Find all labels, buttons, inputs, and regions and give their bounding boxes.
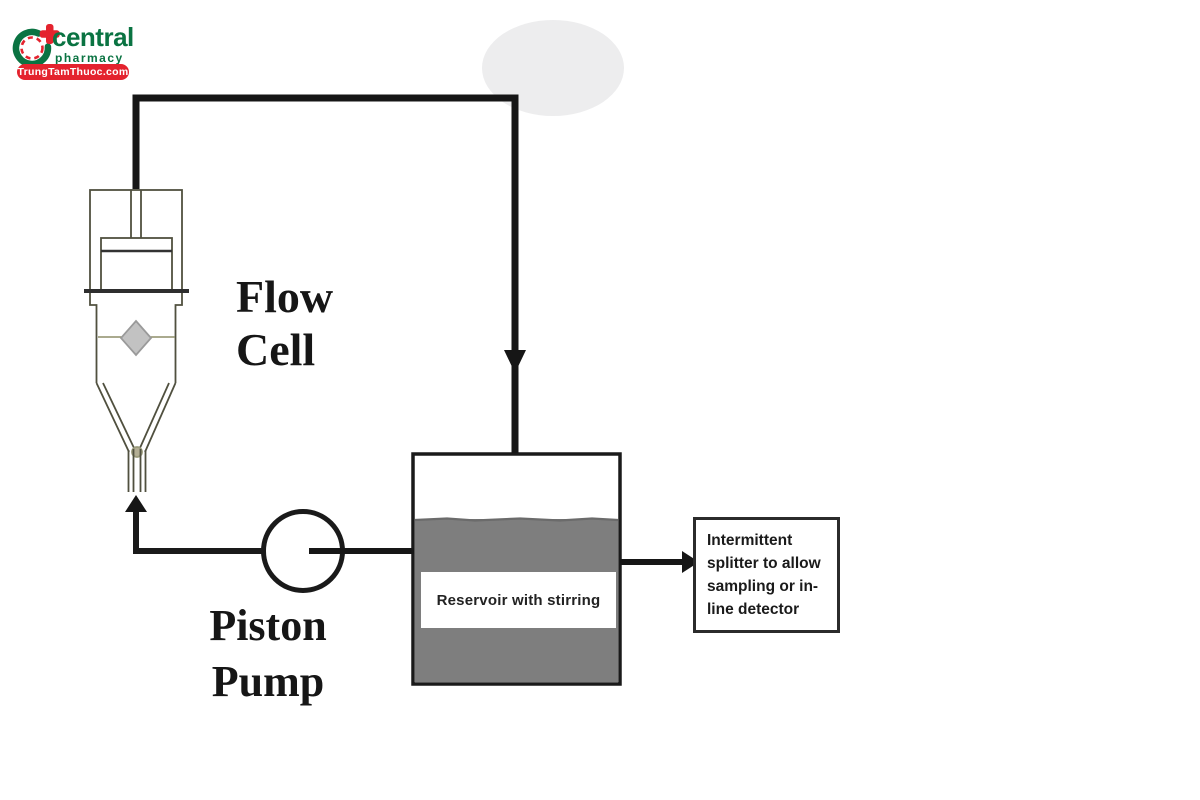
cone-outer-right <box>144 382 177 453</box>
arrow-up-icon <box>125 495 147 512</box>
flow-cell-label: Flow Cell <box>236 271 334 375</box>
arrow-down-icon <box>504 350 526 373</box>
reservoir <box>411 452 622 686</box>
arrow-right-icon <box>682 551 699 573</box>
tablet-bead <box>119 319 153 357</box>
logo-inner-dashed-ring <box>20 36 44 60</box>
cone-tip-frit <box>131 446 143 458</box>
cell-wall-right <box>174 293 183 383</box>
logo-c-mark <box>12 28 52 68</box>
flow-cell-apparatus <box>84 189 189 492</box>
pharmacy-logo[interactable]: central pharmacy TrungTamThuoc.com <box>8 16 158 86</box>
splitter-box: Intermittent splitter to allow sampling … <box>693 517 840 633</box>
cone-inner-right <box>138 382 170 450</box>
cell-wall-left <box>89 293 98 383</box>
liquid-surface-line <box>414 517 619 522</box>
pump-to-cell-pipe <box>133 508 263 554</box>
watermark-circle <box>482 20 624 116</box>
cone-inner-left <box>102 382 136 450</box>
logo-brand-text: central <box>52 22 134 52</box>
reservoir-label: Reservoir with stirring <box>421 572 616 628</box>
logo-badge[interactable]: TrungTamThuoc.com <box>17 64 129 80</box>
circulation-pipe <box>132 94 519 453</box>
logo-plus-icon <box>39 24 60 44</box>
piston-pump-label: Piston Pump <box>209 601 327 706</box>
flow-cell-outer-housing <box>89 189 183 292</box>
splitter-label: Intermittent splitter to allow sampling … <box>707 532 821 618</box>
logo-tagline-text: pharmacy <box>55 51 124 65</box>
cone-outer-left <box>95 382 130 453</box>
pharmacy-logo-icon <box>12 24 60 68</box>
